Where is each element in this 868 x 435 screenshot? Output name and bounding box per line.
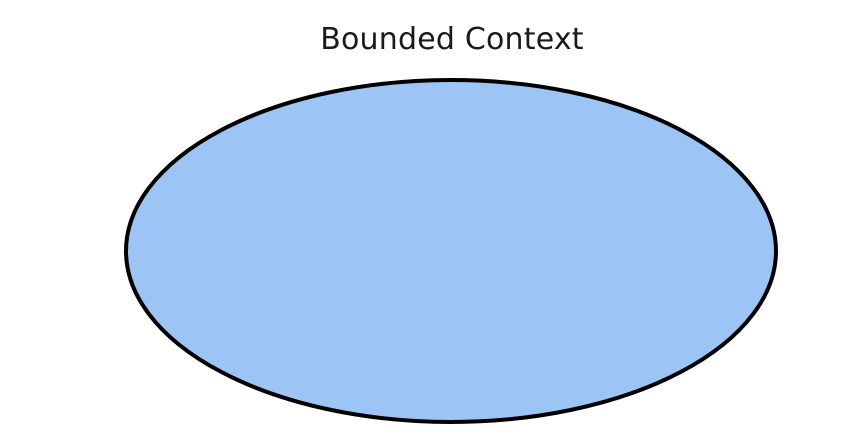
diagram-title: Bounded Context bbox=[320, 22, 584, 57]
bounded-context-ellipse bbox=[124, 78, 778, 424]
